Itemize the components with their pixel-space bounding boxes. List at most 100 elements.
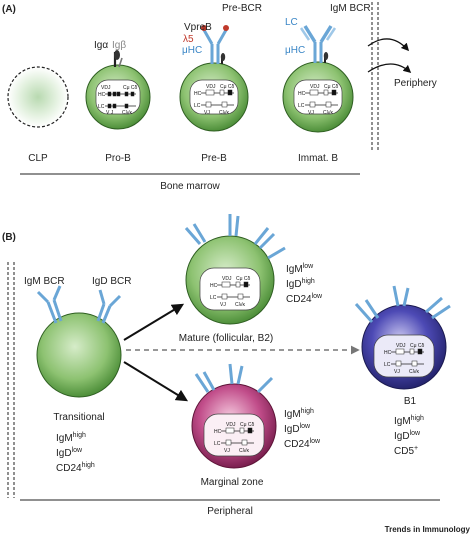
gene-lc-tag: LC <box>98 104 105 110</box>
gene-hc-tag: HC <box>298 91 306 97</box>
gene-lc-c-box <box>237 293 244 300</box>
gene-lc-tag: LC <box>214 441 221 447</box>
gene-lc-c-box <box>325 101 332 108</box>
mz-marker-2: IgDlow <box>284 423 311 435</box>
gene-hc-cdelta-box <box>417 348 423 355</box>
mature-marker-1: IgMlow <box>286 263 314 275</box>
mature-marker-2: IgDhigh <box>286 278 315 290</box>
pre-b-label: Pre-B <box>201 153 227 164</box>
transitional-marker-2: IgDlow <box>56 447 83 459</box>
gene-hc-tag: HC <box>194 91 202 97</box>
journal-footer: Trends in Immunology <box>385 525 471 534</box>
marginal-zone-label: Marginal zone <box>201 477 264 488</box>
gene-lc-block <box>107 103 112 109</box>
gene-hc-constant: Cμ Cδ <box>324 84 338 90</box>
vpreb-label: VpreB <box>184 22 212 33</box>
lc-label: LC <box>285 17 298 28</box>
mz-marker-3: CD24low <box>284 438 321 450</box>
gene-lc-constant: Cλ/κ <box>122 110 133 116</box>
igalpha-label: Igα <box>94 40 108 51</box>
muhc-label-preb: μHC <box>182 45 202 56</box>
gene-hc-block <box>124 91 129 97</box>
gene-lc-tag: LC <box>384 362 391 368</box>
gene-hc-constant: Cμ Cδ <box>236 276 250 282</box>
mz-marker-1: IgMhigh <box>284 408 314 420</box>
gene-lc-constant: Cλ/κ <box>235 302 246 308</box>
gene-lc-vj-box <box>309 101 316 108</box>
panel-b-tag: (B) <box>2 232 16 243</box>
gene-lc-block <box>124 103 129 109</box>
gene-hc-constant: Cμ Cδ <box>240 422 254 428</box>
gene-hc-vdj: VDJ <box>396 343 406 349</box>
b1-marker-3: CD5+ <box>394 445 418 457</box>
gene-hc-vdj: VDJ <box>310 84 320 90</box>
immature-b-cell <box>282 25 354 133</box>
arrow-to-marginal-zone <box>123 361 189 402</box>
peripheral-label: Peripheral <box>207 506 253 517</box>
gene-hc-cdelta-box <box>247 427 253 434</box>
gene-hc-vdj-box <box>395 348 405 355</box>
gene-hc-constant: Cμ Cδ <box>410 343 424 349</box>
gene-lc-constant: Cλ/κ <box>239 448 250 454</box>
gene-lc-c-box <box>241 439 248 446</box>
gene-hc-tag: HC <box>214 429 222 435</box>
gene-lc-c-box <box>221 101 228 108</box>
gene-hc-block <box>116 91 121 97</box>
clp-label: CLP <box>28 153 48 164</box>
gene-hc-cdelta-box <box>243 281 249 288</box>
b1-marker-2: IgDlow <box>394 430 421 442</box>
transitional-label: Transitional <box>53 412 104 423</box>
igd-bcr-label-b: IgD BCR <box>92 276 131 287</box>
periphery-arrow-2 <box>367 63 412 74</box>
transitional-cell <box>36 285 122 398</box>
arrow-to-mature <box>123 303 185 341</box>
mature-marker-3: CD24low <box>286 293 323 305</box>
igm-bcr-label-a: IgM BCR <box>330 3 371 14</box>
immature-b-label: Immat. B <box>298 153 338 164</box>
gene-lc-vj-box <box>221 293 228 300</box>
gene-hc-block <box>112 91 117 97</box>
gene-hc-cmu-box <box>323 89 329 96</box>
clp-cell <box>7 66 69 128</box>
bone-marrow-label: Bone marrow <box>160 181 220 192</box>
gene-hc-vdj-box <box>221 281 231 288</box>
gene-hc-cdelta-box <box>227 89 233 96</box>
gene-hc-vdj: VDJ <box>206 84 216 90</box>
pro-b-label: Pro-B <box>105 153 131 164</box>
gene-lc-block <box>112 103 117 109</box>
igm-bcr-label-b: IgM BCR <box>24 276 65 287</box>
gene-hc-cdelta-box <box>331 89 337 96</box>
gene-lc-vj: VJ <box>220 302 226 308</box>
gene-lc-vj: VJ <box>204 110 210 116</box>
igbeta-label: Igβ <box>112 40 126 51</box>
b1-marker-1: IgMhigh <box>394 415 424 427</box>
gene-hc-tag: HC <box>384 350 392 356</box>
mature-cell <box>184 214 286 325</box>
pre-bcr-label: Pre-BCR <box>222 3 262 14</box>
gene-hc-tag: HC <box>210 283 218 289</box>
gene-hc-block <box>130 91 135 97</box>
gene-lc-constant: Cλ/κ <box>323 110 334 116</box>
gene-hc-segments: VDJ <box>101 85 111 91</box>
gene-lc-constant: Cλ/κ <box>219 110 230 116</box>
transitional-marker-3: CD24high <box>56 462 95 474</box>
gene-hc-vdj: VDJ <box>226 422 236 428</box>
gene-hc-cmu-box <box>239 427 245 434</box>
gene-hc-constant: Cμ Cδ <box>123 85 137 91</box>
periphery-arrow-1 <box>367 38 410 52</box>
gene-lc-vj-box <box>205 101 212 108</box>
pro-b-cell <box>85 50 151 130</box>
gene-hc-vdj: VDJ <box>222 276 232 282</box>
periphery-label: Periphery <box>394 78 437 89</box>
gene-lc-c-box <box>411 360 418 367</box>
transitional-marker-1: IgMhigh <box>56 432 86 444</box>
gene-hc-constant: Cμ Cδ <box>220 84 234 90</box>
gene-lc-vj: VJ <box>224 448 230 454</box>
panel-a-tag: (A) <box>2 4 16 15</box>
muhc-label-immb: μHC <box>285 45 305 56</box>
gene-hc-block <box>107 91 112 97</box>
gene-lc-tag: LC <box>194 103 201 109</box>
